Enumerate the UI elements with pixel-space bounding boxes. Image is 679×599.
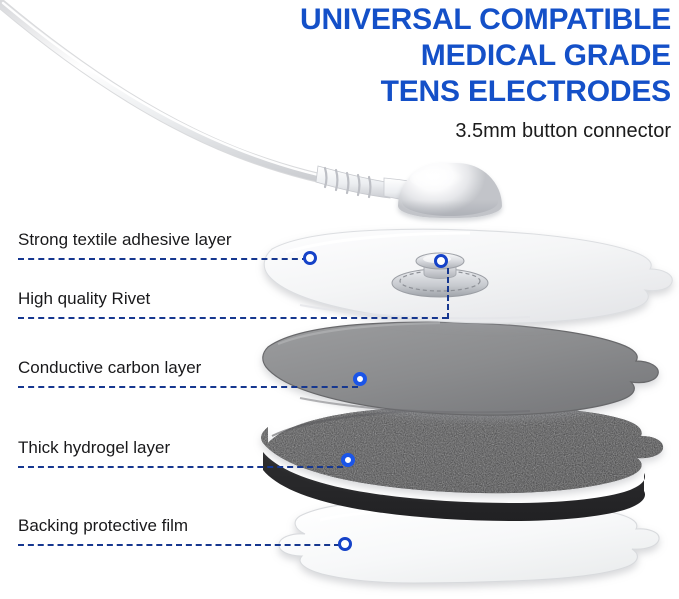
dome-highlight — [410, 169, 464, 189]
leader-line-rivet-vertical — [447, 268, 449, 319]
callout-label-backing: Backing protective film — [18, 516, 189, 535]
leader-line-hydrogel — [18, 466, 343, 468]
marker-backing — [338, 537, 352, 551]
leader-line-rivet — [18, 317, 448, 319]
layer-backing-protective-film — [278, 502, 660, 584]
marker-carbon — [353, 372, 367, 386]
marker-rivet — [434, 254, 448, 268]
callout-label-carbon: Conductive carbon layer — [18, 358, 202, 377]
leader-line-backing — [18, 544, 340, 546]
layer-conductive-carbon — [262, 321, 659, 416]
leader-line-textile — [18, 258, 308, 260]
callout-label-textile: Strong textile adhesive layer — [18, 230, 232, 249]
callout-label-hydrogel: Thick hydrogel layer — [18, 438, 171, 457]
button-connector-dome — [398, 163, 502, 218]
marker-textile — [303, 251, 317, 265]
layer-thick-hydrogel — [261, 405, 664, 521]
leader-line-carbon — [18, 386, 358, 388]
layer-textile-adhesive — [263, 228, 673, 324]
callout-label-rivet: High quality Rivet — [18, 289, 151, 308]
title-line-2: MEDICAL GRADE — [420, 39, 671, 72]
page-title: UNIVERSAL COMPATIBLE MEDICAL GRADE TENS … — [221, 2, 671, 110]
marker-hydrogel — [341, 453, 355, 467]
title-line-3: TENS ELECTRODES — [380, 75, 672, 108]
subtitle: 3.5mm button connector — [455, 120, 671, 142]
dome-shading — [402, 200, 498, 216]
title-line-1: UNIVERSAL COMPATIBLE — [299, 3, 671, 36]
